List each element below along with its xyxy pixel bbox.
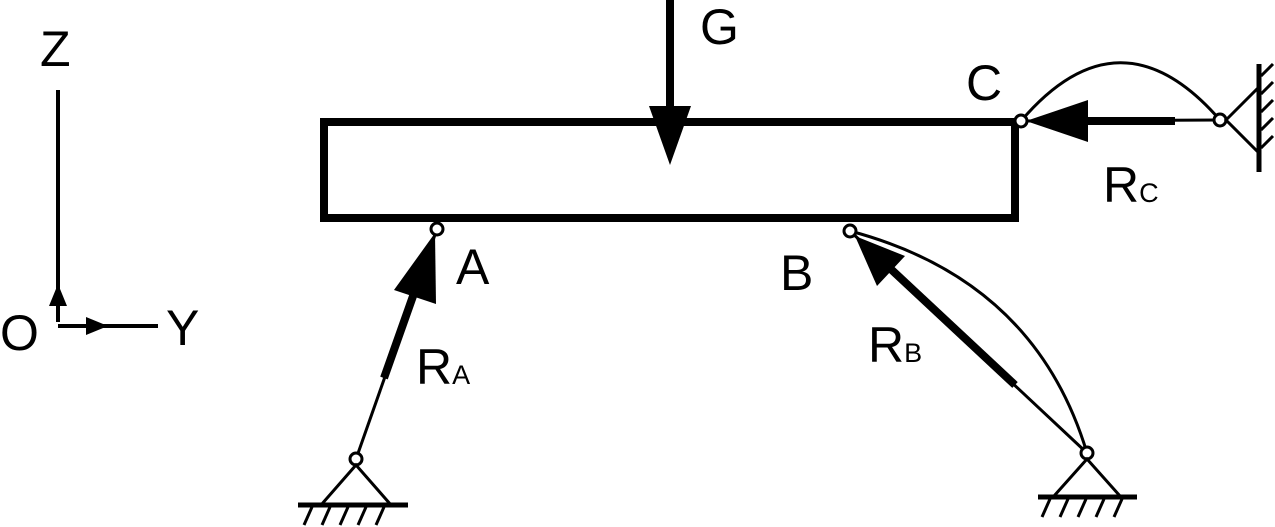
support-c-arc — [1019, 61, 1222, 122]
pin-b — [842, 223, 858, 239]
reaction-a-shaft — [380, 280, 422, 380]
ground-hatch-b — [1040, 498, 1124, 518]
pin-c — [1013, 113, 1029, 129]
wall-triangle-c — [1223, 84, 1260, 156]
wall-hatch-c — [1259, 62, 1275, 150]
y-axis-label: Y — [166, 300, 199, 356]
gravity-force-arrowhead — [649, 106, 691, 165]
point-c-label: C — [966, 55, 1002, 111]
support-a: A RA — [298, 221, 490, 526]
y-axis-arrowhead — [86, 317, 108, 335]
reaction-b-arrowhead — [855, 236, 905, 286]
z-axis-arrowhead — [49, 284, 67, 306]
support-b: B RB — [780, 223, 1137, 518]
point-a-label: A — [456, 239, 490, 295]
reaction-c-arrowhead — [1026, 100, 1088, 142]
z-axis-label: Z — [40, 21, 71, 77]
support-b-arc — [849, 229, 1089, 454]
reaction-c-label: RC — [1103, 157, 1159, 213]
reaction-b-shaft — [877, 256, 1018, 388]
pin-a — [429, 221, 445, 237]
reaction-a-label: RA — [416, 339, 470, 395]
ground-hatch-a — [302, 506, 386, 526]
coordinate-axes: Z Y O — [0, 21, 199, 361]
point-b-label: B — [780, 245, 813, 301]
reaction-a-arrowhead — [394, 233, 436, 304]
origin-label: O — [0, 305, 39, 361]
gravity-force: G — [649, 0, 739, 165]
ground-triangle-b — [1050, 456, 1124, 498]
ground-triangle-a — [317, 462, 395, 507]
gravity-force-label: G — [700, 0, 739, 55]
reaction-b-label: RB — [868, 317, 922, 373]
support-c: C RC — [966, 55, 1275, 213]
